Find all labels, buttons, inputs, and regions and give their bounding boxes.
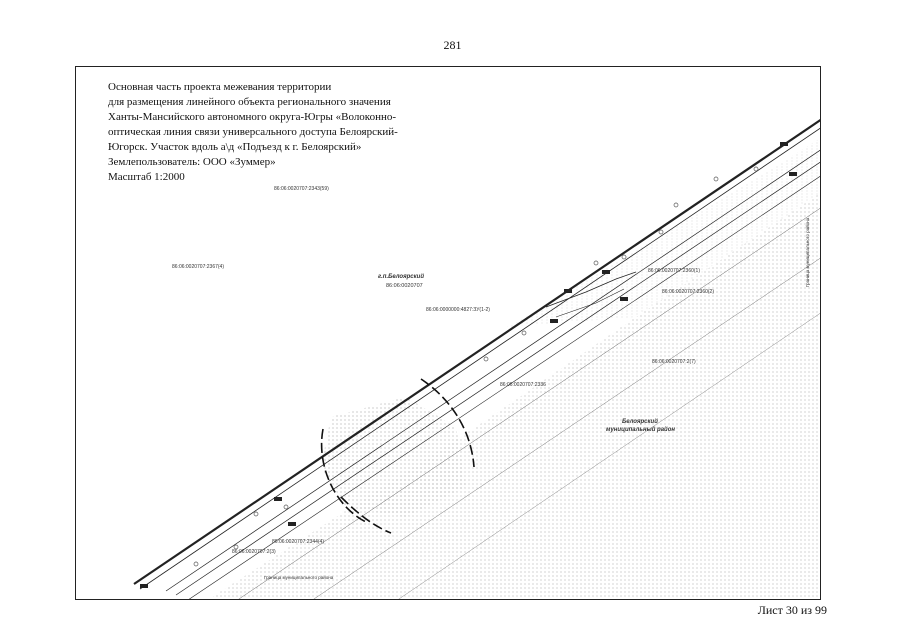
point-mark-1 [780,142,788,146]
title-block: Основная часть проекта межевания террито… [108,80,418,185]
road-edge-outer [133,119,820,585]
label-boundary-right: Граница муниципального района [804,217,810,287]
label-settlement-block: 86:06:0020707 [386,283,423,289]
label-parcel-r2: 86:06:0020707:2360(2) [662,289,714,295]
label-settlement: г.п.Белоярский [378,273,424,280]
point-mark-4 [620,297,628,301]
label-parcel-top: 86:06:0020707:2343(59) [274,186,329,192]
road-junction [545,271,637,308]
point-mark-3 [602,270,610,274]
title-line: Ханты-Мансийского автономного округа-Югр… [108,111,397,123]
survey-points [193,166,759,567]
road-axis-4 [238,208,820,599]
land-user-line: Землепользователь: ООО «Зуммер» [108,156,276,168]
road-axis-1 [165,149,820,592]
road-axis-2 [175,161,820,596]
title-line: для размещения линейного объекта региона… [108,96,391,108]
road-junction-2 [555,288,625,318]
label-road-parcel: 86:06:0000000:4827:ЗУ(1-2) [426,307,490,313]
label-parcel-mid: 86:06:0020707:2336 [500,382,546,388]
point-mark-9 [140,584,148,588]
road-lines [133,119,820,599]
label-parcel-r1: 86:06:0020707:2360(1) [648,268,700,274]
arc-left [320,428,367,523]
point-mark-5 [564,289,572,293]
district-hatch-light [506,138,820,327]
label-parcel-b2: 86:06:0020707:2(3) [232,549,276,555]
label-parcel-r3: 86:06:0020707:2(7) [652,359,696,365]
label-parcel-left: 86:06:0020707:2367(4) [172,264,224,270]
scale-line: Масштаб 1:2000 [108,171,185,183]
point-mark-8 [288,522,296,526]
title-line: Основная часть проекта межевания террито… [108,81,332,93]
road-axis-3 [188,175,820,599]
district-hatch [209,193,820,599]
label-district-1: Белоярский [622,418,658,425]
point-mark-6 [550,319,558,323]
label-parcel-b1: 86:06:0020707:2344(4) [272,539,324,545]
cadastral-map: 86:06:0020707:2343(59) 86:06:0020707:236… [133,119,820,599]
road-axis-5 [313,258,820,599]
map-frame: 86:06:0020707:2343(59) 86:06:0020707:236… [75,66,821,600]
page-number: 281 [443,38,462,52]
label-district-2: муниципальный район [606,426,675,433]
point-mark-2 [789,172,797,176]
road-axis-6 [398,313,820,599]
arc-right [420,378,475,468]
point-mark-7 [274,497,282,501]
label-boundary-bottom: Граница муниципального района [264,574,334,580]
road-edge-inner [139,127,820,590]
zone-arcs [320,378,475,534]
sheet-label: Лист 30 из 99 [757,603,827,617]
title-line: оптическая линия связи универсального до… [108,126,398,138]
mark-blocks [140,142,797,588]
arc-bottom [340,496,392,534]
zone-hatch [321,397,466,517]
title-line: Югорск. Участок вдоль а\д «Подъезд к г. … [108,141,362,153]
